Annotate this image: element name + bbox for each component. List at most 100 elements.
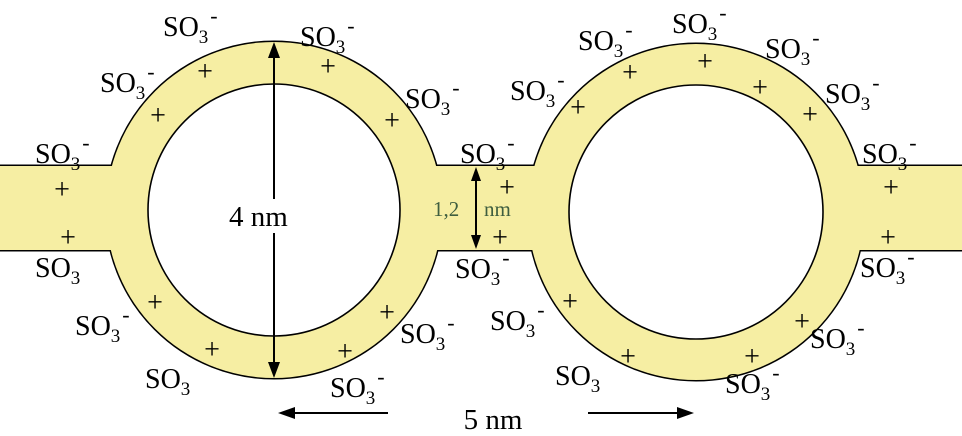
ring-right-hole [568, 84, 824, 340]
so3-formula: SO [555, 361, 591, 392]
so3-label: SO3- [163, 3, 218, 48]
so3-formula: SO [100, 68, 136, 99]
so3-formula: SO [725, 369, 761, 400]
so3-formula: SO [400, 319, 436, 350]
so3-label: SO3- [400, 310, 455, 355]
so3-subscript: 3 [136, 83, 146, 104]
so3-formula: SO [765, 34, 801, 65]
plus-sign: + [744, 342, 760, 373]
so3-subscript: 3 [801, 49, 811, 70]
so3-label: SO3- [672, 0, 727, 45]
channel-width-arrow-head-bottom [471, 235, 481, 249]
so3-formula: SO [810, 324, 846, 355]
diameter-label: 4 nm [229, 201, 288, 233]
spacing-arrow-left [278, 407, 388, 419]
so3-formula: SO [862, 139, 898, 170]
so3-charge: - [812, 25, 819, 50]
so3-charge: - [210, 3, 217, 28]
so3-charge: - [872, 70, 879, 95]
plus-sign: + [794, 307, 810, 338]
so3-formula: SO [860, 253, 896, 284]
so3-formula: SO [145, 364, 181, 395]
plus-sign: + [752, 73, 768, 104]
diameter-arrow-head-bottom [268, 362, 280, 378]
so3-subscript: 3 [181, 379, 191, 400]
so3-label: SO3- [510, 67, 565, 112]
so3-charge: - [507, 130, 514, 155]
so3-formula: SO [405, 84, 441, 115]
plus-sign: + [204, 335, 220, 366]
so3-charge: - [625, 17, 632, 42]
plus-sign: + [54, 175, 70, 206]
so3-subscript: 3 [591, 376, 601, 397]
so3-label: SO3- [860, 244, 915, 289]
so3-label: SO3 [35, 253, 80, 289]
plus-sign: + [384, 106, 400, 137]
so3-subscript: 3 [436, 334, 446, 355]
plus-sign: + [880, 223, 896, 254]
so3-label: SO3- [75, 302, 130, 347]
so3-formula: SO [163, 12, 199, 43]
so3-label: SO3- [330, 364, 385, 409]
so3-charge: - [537, 297, 544, 322]
so3-subscript: 3 [546, 91, 556, 112]
plus-sign: + [60, 223, 76, 254]
so3-formula: SO [460, 139, 496, 170]
so3-label: SO3- [862, 130, 917, 175]
so3-subscript: 3 [71, 154, 81, 175]
so3-charge: - [347, 13, 354, 38]
diameter-label-background [226, 199, 306, 233]
so3-subscript: 3 [761, 384, 771, 405]
so3-formula: SO [672, 9, 708, 40]
so3-label: SO3- [725, 360, 780, 405]
so3-subscript: 3 [708, 24, 718, 45]
so3-formula: SO [300, 22, 336, 53]
so3-subscript: 3 [526, 321, 536, 342]
channel-width-unit: nm [484, 197, 511, 221]
so3-charge: - [447, 310, 454, 335]
so3-label: SO3- [810, 315, 865, 360]
plus-sign: + [147, 288, 163, 319]
plus-sign: + [697, 47, 713, 78]
so3-charge: - [857, 315, 864, 340]
so3-subscript: 3 [441, 99, 451, 120]
so3-label: SO3- [490, 297, 545, 342]
so3-formula: SO [330, 373, 366, 404]
so3-label: SO3- [765, 25, 820, 70]
so3-subscript: 3 [111, 326, 121, 347]
plus-sign: + [197, 57, 213, 88]
so3-label: SO3- [825, 70, 880, 115]
so3-formula: SO [825, 79, 861, 110]
plus-sign: + [622, 58, 638, 89]
plus-sign: + [562, 287, 578, 318]
so3-formula: SO [75, 311, 111, 342]
so3-label: SO3- [405, 75, 460, 120]
plus-sign: + [802, 100, 818, 131]
channel-width-arrow [471, 167, 481, 249]
spacing-label: 5 nm [464, 404, 523, 436]
so3-subscript: 3 [491, 269, 501, 290]
spacing-arrow-left-head [278, 407, 295, 419]
so3-subscript: 3 [896, 268, 906, 289]
plus-sign: + [883, 173, 899, 204]
so3-charge: - [452, 75, 459, 100]
so3-charge: - [502, 245, 509, 270]
so3-charge: - [147, 59, 154, 84]
so3-label: SO3- [460, 130, 515, 175]
so3-charge: - [377, 364, 384, 389]
spacing-arrow-right [588, 407, 694, 419]
so3-subscript: 3 [861, 94, 871, 115]
plus-sign: + [620, 342, 636, 373]
so3-charge: - [82, 130, 89, 155]
so3-formula: SO [510, 76, 546, 107]
so3-subscript: 3 [199, 27, 209, 48]
plus-sign: + [337, 337, 353, 368]
so3-subscript: 3 [898, 154, 908, 175]
channel-width-arrow-head-top [471, 167, 481, 181]
so3-charge: - [557, 67, 564, 92]
spacing-arrow-right-head [677, 407, 694, 419]
diameter-arrow-head-top [268, 42, 280, 58]
so3-label: SO3- [578, 17, 633, 62]
